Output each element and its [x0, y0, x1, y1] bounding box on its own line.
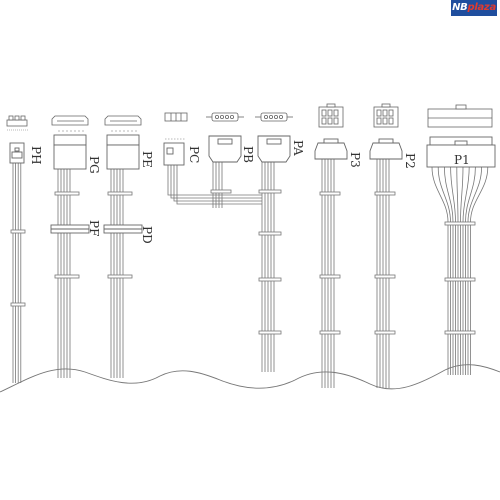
label-pd: PD: [140, 226, 154, 244]
cable-tie: [258, 231, 282, 236]
cable-tie: [107, 274, 133, 279]
pa-face-icon: [255, 112, 293, 122]
connector-faces: [6, 103, 493, 128]
pc-face-icon: [164, 112, 188, 122]
cable-tie: [54, 274, 80, 279]
wire: [176, 165, 262, 205]
pe-housing: [106, 134, 140, 170]
wire: [167, 165, 262, 196]
cable-tie: [444, 330, 476, 335]
pd-inline-connector: [103, 224, 143, 234]
pg-face-icon: [51, 115, 89, 126]
watermark-part2: plaza: [467, 2, 497, 13]
ph-housing: [9, 142, 25, 164]
pb-housing: [208, 135, 242, 163]
label-pb: PB: [241, 146, 255, 163]
cable-tie: [374, 274, 396, 279]
pin-strips: [7, 129, 185, 140]
watermark-part1: NB: [452, 2, 468, 13]
connector-housings: [9, 134, 496, 170]
cable-tie: [54, 191, 80, 196]
cut-line: [0, 364, 500, 393]
connector-labels: PH PG PF PE PD PC PB PA P3 P2 P1: [29, 140, 470, 244]
label-ph: PH: [29, 146, 43, 165]
cable-tie: [319, 191, 341, 196]
cable-tie: [258, 189, 282, 194]
cable-tie: [10, 229, 26, 234]
label-pe: PE: [140, 151, 154, 168]
watermark-logo: NBplaza: [451, 0, 497, 16]
wire: [456, 166, 459, 375]
inline-connectors: [50, 224, 143, 234]
label-pg: PG: [87, 156, 101, 174]
ph-face-icon: [6, 115, 28, 127]
cable-wires: [12, 159, 489, 388]
pe-face-icon: [104, 115, 142, 126]
label-pc: PC: [187, 146, 201, 163]
p3-housing: [314, 138, 348, 160]
wire: [437, 166, 451, 375]
pa-housing: [257, 135, 291, 163]
pb-face-icon: [206, 112, 244, 122]
pg-housing: [53, 134, 87, 170]
cable-ties: [10, 189, 476, 335]
wire: [467, 166, 482, 375]
cable-tie: [319, 274, 341, 279]
cable-tie: [107, 191, 133, 196]
p2-face-icon: [373, 103, 399, 128]
cable-tie: [374, 191, 396, 196]
cable-tie: [258, 277, 282, 282]
p2-housing: [369, 138, 403, 160]
wire: [173, 165, 262, 202]
cable-tie: [10, 302, 26, 307]
p1-housing: [426, 136, 496, 168]
p3-face-icon: [318, 103, 344, 128]
cable-tie: [258, 330, 282, 335]
cable-tie: [444, 221, 476, 226]
cable-tie: [210, 189, 232, 194]
cable-tie: [444, 277, 476, 282]
pf-inline-connector: [50, 224, 90, 234]
cable-tie: [319, 330, 341, 335]
p1-face-icon: [427, 104, 493, 128]
pc-housing: [163, 142, 185, 166]
label-pa: PA: [291, 140, 305, 156]
label-p2: P2: [403, 153, 417, 169]
label-p3: P3: [348, 152, 362, 168]
wire: [170, 165, 262, 199]
label-p1: P1: [454, 153, 470, 167]
label-pf: PF: [87, 220, 101, 236]
cable-tie: [374, 330, 396, 335]
